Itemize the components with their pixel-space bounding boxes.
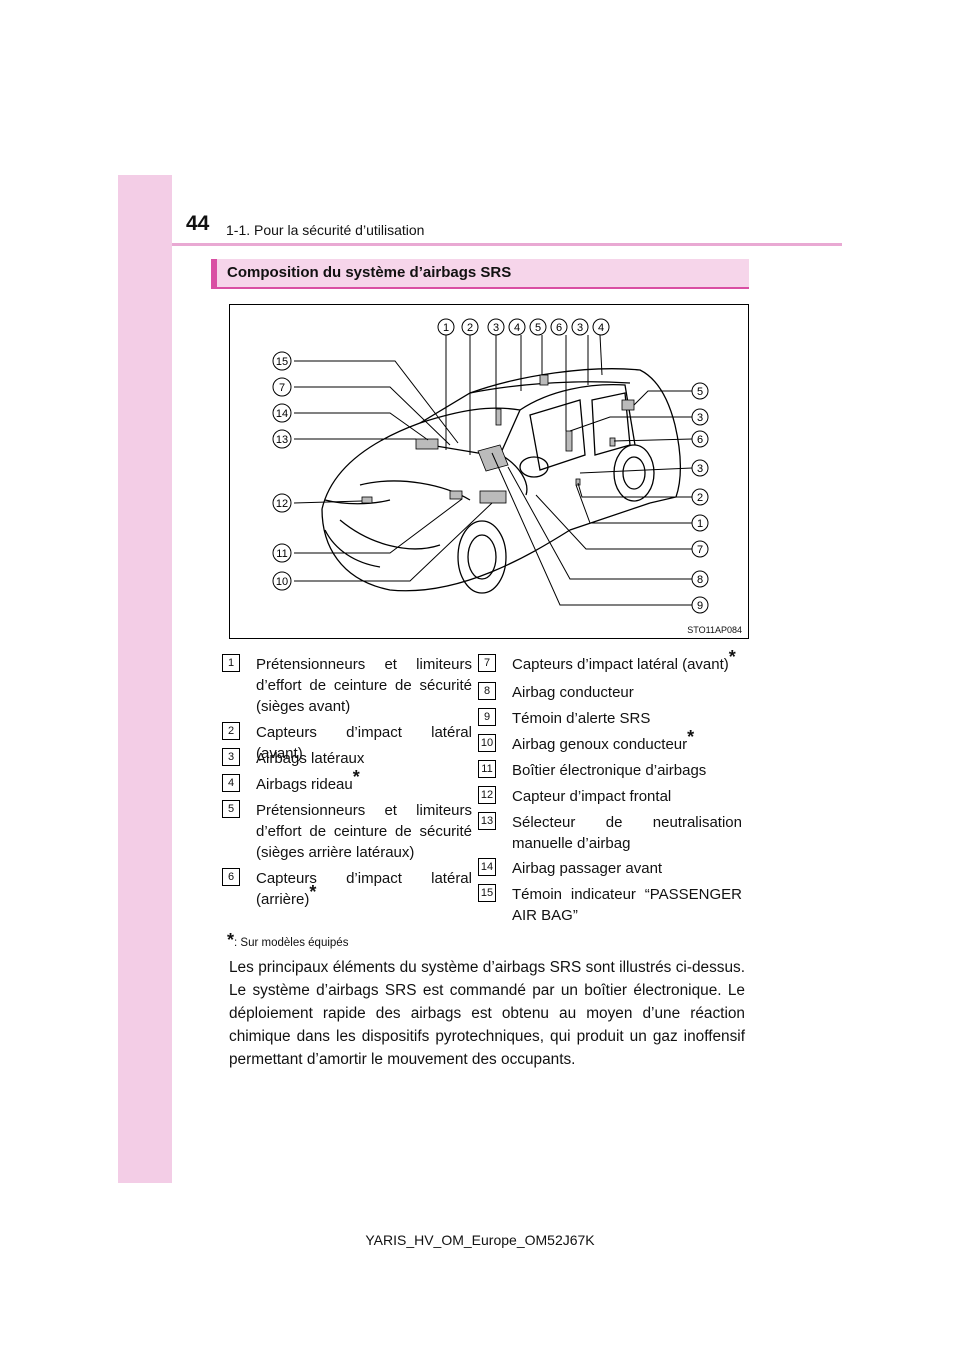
legend-number: 9 — [478, 708, 496, 726]
legend-text: Airbag genoux conducteur — [512, 736, 687, 753]
legend-item-5: 5 Prétensionneurs et limiteurs d’effort … — [256, 800, 472, 863]
svg-text:11: 11 — [276, 548, 287, 560]
legend-text: Sélecteur de neutralisation manuelle d’a… — [512, 814, 742, 852]
legend-item-14: 14 Airbag passager avant — [512, 858, 742, 879]
legend-text: Témoin indicateur “PASSENGER AIR BAG” — [512, 886, 742, 924]
page-number: 44 — [186, 212, 209, 236]
left-callouts: 15 7 14 13 12 11 10 — [273, 352, 291, 590]
svg-text:15: 15 — [276, 356, 288, 368]
svg-text:1: 1 — [443, 322, 449, 334]
svg-text:3: 3 — [697, 412, 703, 424]
svg-text:9: 9 — [697, 600, 703, 612]
svg-text:3: 3 — [697, 463, 703, 475]
legend-text: Airbags latéraux — [256, 750, 364, 767]
svg-text:3: 3 — [493, 322, 499, 334]
legend-number: 7 — [478, 654, 496, 672]
svg-text:2: 2 — [697, 492, 703, 504]
svg-text:2: 2 — [467, 322, 473, 334]
legend-item-4: 4 Airbags rideau* — [256, 774, 472, 795]
footnote-text: : Sur modèles équipés — [234, 937, 348, 949]
body-paragraph: Les principaux éléments du système d’air… — [229, 956, 745, 1071]
legend-item-13: 13 Sélecteur de neutralisation manuelle … — [512, 812, 742, 854]
footnote: *: Sur modèles équipés — [227, 930, 348, 951]
svg-text:8: 8 — [697, 574, 703, 586]
svg-text:5: 5 — [535, 322, 541, 334]
legend-item-6: 6 Capteurs d’impact latéral (arrière)* — [256, 868, 472, 910]
legend-text: Témoin d’alerte SRS — [512, 710, 650, 727]
legend-item-9: 9 Témoin d’alerte SRS — [512, 708, 742, 729]
legend-number: 2 — [222, 722, 240, 740]
svg-text:14: 14 — [276, 408, 288, 420]
footnote-star: * — [687, 727, 694, 747]
legend-text: Airbag passager avant — [512, 860, 662, 877]
car-illustration: 1 2 3 4 5 6 3 4 15 7 14 13 12 11 10 5 3 — [230, 305, 747, 637]
svg-text:6: 6 — [556, 322, 562, 334]
svg-text:10: 10 — [276, 576, 288, 588]
legend-number: 3 — [222, 748, 240, 766]
svg-text:7: 7 — [279, 382, 285, 394]
legend-number: 1 — [222, 654, 240, 672]
legend-number: 11 — [478, 760, 496, 778]
legend-text: Capteurs d’impact latéral (arrière) — [256, 870, 472, 908]
top-callouts: 1 2 3 4 5 6 3 4 — [438, 319, 609, 335]
svg-text:3: 3 — [577, 322, 583, 334]
legend-text: Airbags rideau — [256, 776, 353, 793]
header-rule — [172, 243, 842, 246]
section-title: Composition du système d’airbags SRS — [227, 264, 511, 281]
legend-text: Prétensionneurs et limiteurs d’effort de… — [256, 802, 472, 861]
right-callouts: 5 3 6 3 2 1 7 8 9 — [692, 383, 708, 613]
legend-item-1: 1 Prétensionneurs et limiteurs d’effort … — [256, 654, 472, 717]
legend-number: 5 — [222, 800, 240, 818]
footnote-mark: * — [227, 930, 234, 950]
legend-item-11: 11 Boîtier électronique d’airbags — [512, 760, 742, 781]
section-accent — [211, 259, 217, 289]
footnote-star: * — [309, 882, 316, 902]
svg-text:7: 7 — [697, 544, 703, 556]
figure-code: STO11AP084 — [687, 625, 742, 635]
svg-text:4: 4 — [598, 322, 604, 334]
svg-text:4: 4 — [514, 322, 520, 334]
legend-number: 8 — [478, 682, 496, 700]
legend-number: 14 — [478, 858, 496, 876]
svg-text:12: 12 — [276, 498, 288, 510]
svg-text:5: 5 — [697, 386, 703, 398]
legend-item-15: 15 Témoin indicateur “PASSENGER AIR BAG” — [512, 884, 742, 926]
footnote-star: * — [353, 767, 360, 787]
footer-doc-code: YARIS_HV_OM_Europe_OM52J67K — [0, 1232, 960, 1248]
svg-text:1: 1 — [697, 518, 703, 530]
svg-text:13: 13 — [276, 434, 288, 446]
section-title-bar: Composition du système d’airbags SRS — [211, 259, 749, 289]
legend-text: Prétensionneurs et limiteurs d’effort de… — [256, 656, 472, 715]
svg-text:6: 6 — [697, 434, 703, 446]
legend-number: 6 — [222, 868, 240, 886]
legend-item-12: 12 Capteur d’impact frontal — [512, 786, 742, 807]
legend-item-10: 10 Airbag genoux conducteur* — [512, 734, 742, 755]
airbag-diagram: 1 2 3 4 5 6 3 4 15 7 14 13 12 11 10 5 3 — [229, 304, 749, 639]
legend-number: 12 — [478, 786, 496, 804]
legend-number: 13 — [478, 812, 496, 830]
legend-item-8: 8 Airbag conducteur — [512, 682, 742, 703]
legend-text: Airbag conducteur — [512, 684, 634, 701]
chapter-header: 1-1. Pour la sécurité d’utilisation — [226, 222, 424, 238]
legend-number: 15 — [478, 884, 496, 902]
footnote-star: * — [729, 647, 736, 667]
legend-number: 4 — [222, 774, 240, 792]
legend-text: Capteur d’impact frontal — [512, 788, 671, 805]
legend-text: Capteurs d’impact latéral (avant) — [512, 656, 729, 673]
legend-text: Boîtier électronique d’airbags — [512, 762, 706, 779]
side-tab-band — [118, 175, 172, 1183]
legend-item-3: 3 Airbags latéraux — [256, 748, 472, 769]
legend-item-7: 7 Capteurs d’impact latéral (avant)* — [512, 654, 742, 675]
legend-number: 10 — [478, 734, 496, 752]
